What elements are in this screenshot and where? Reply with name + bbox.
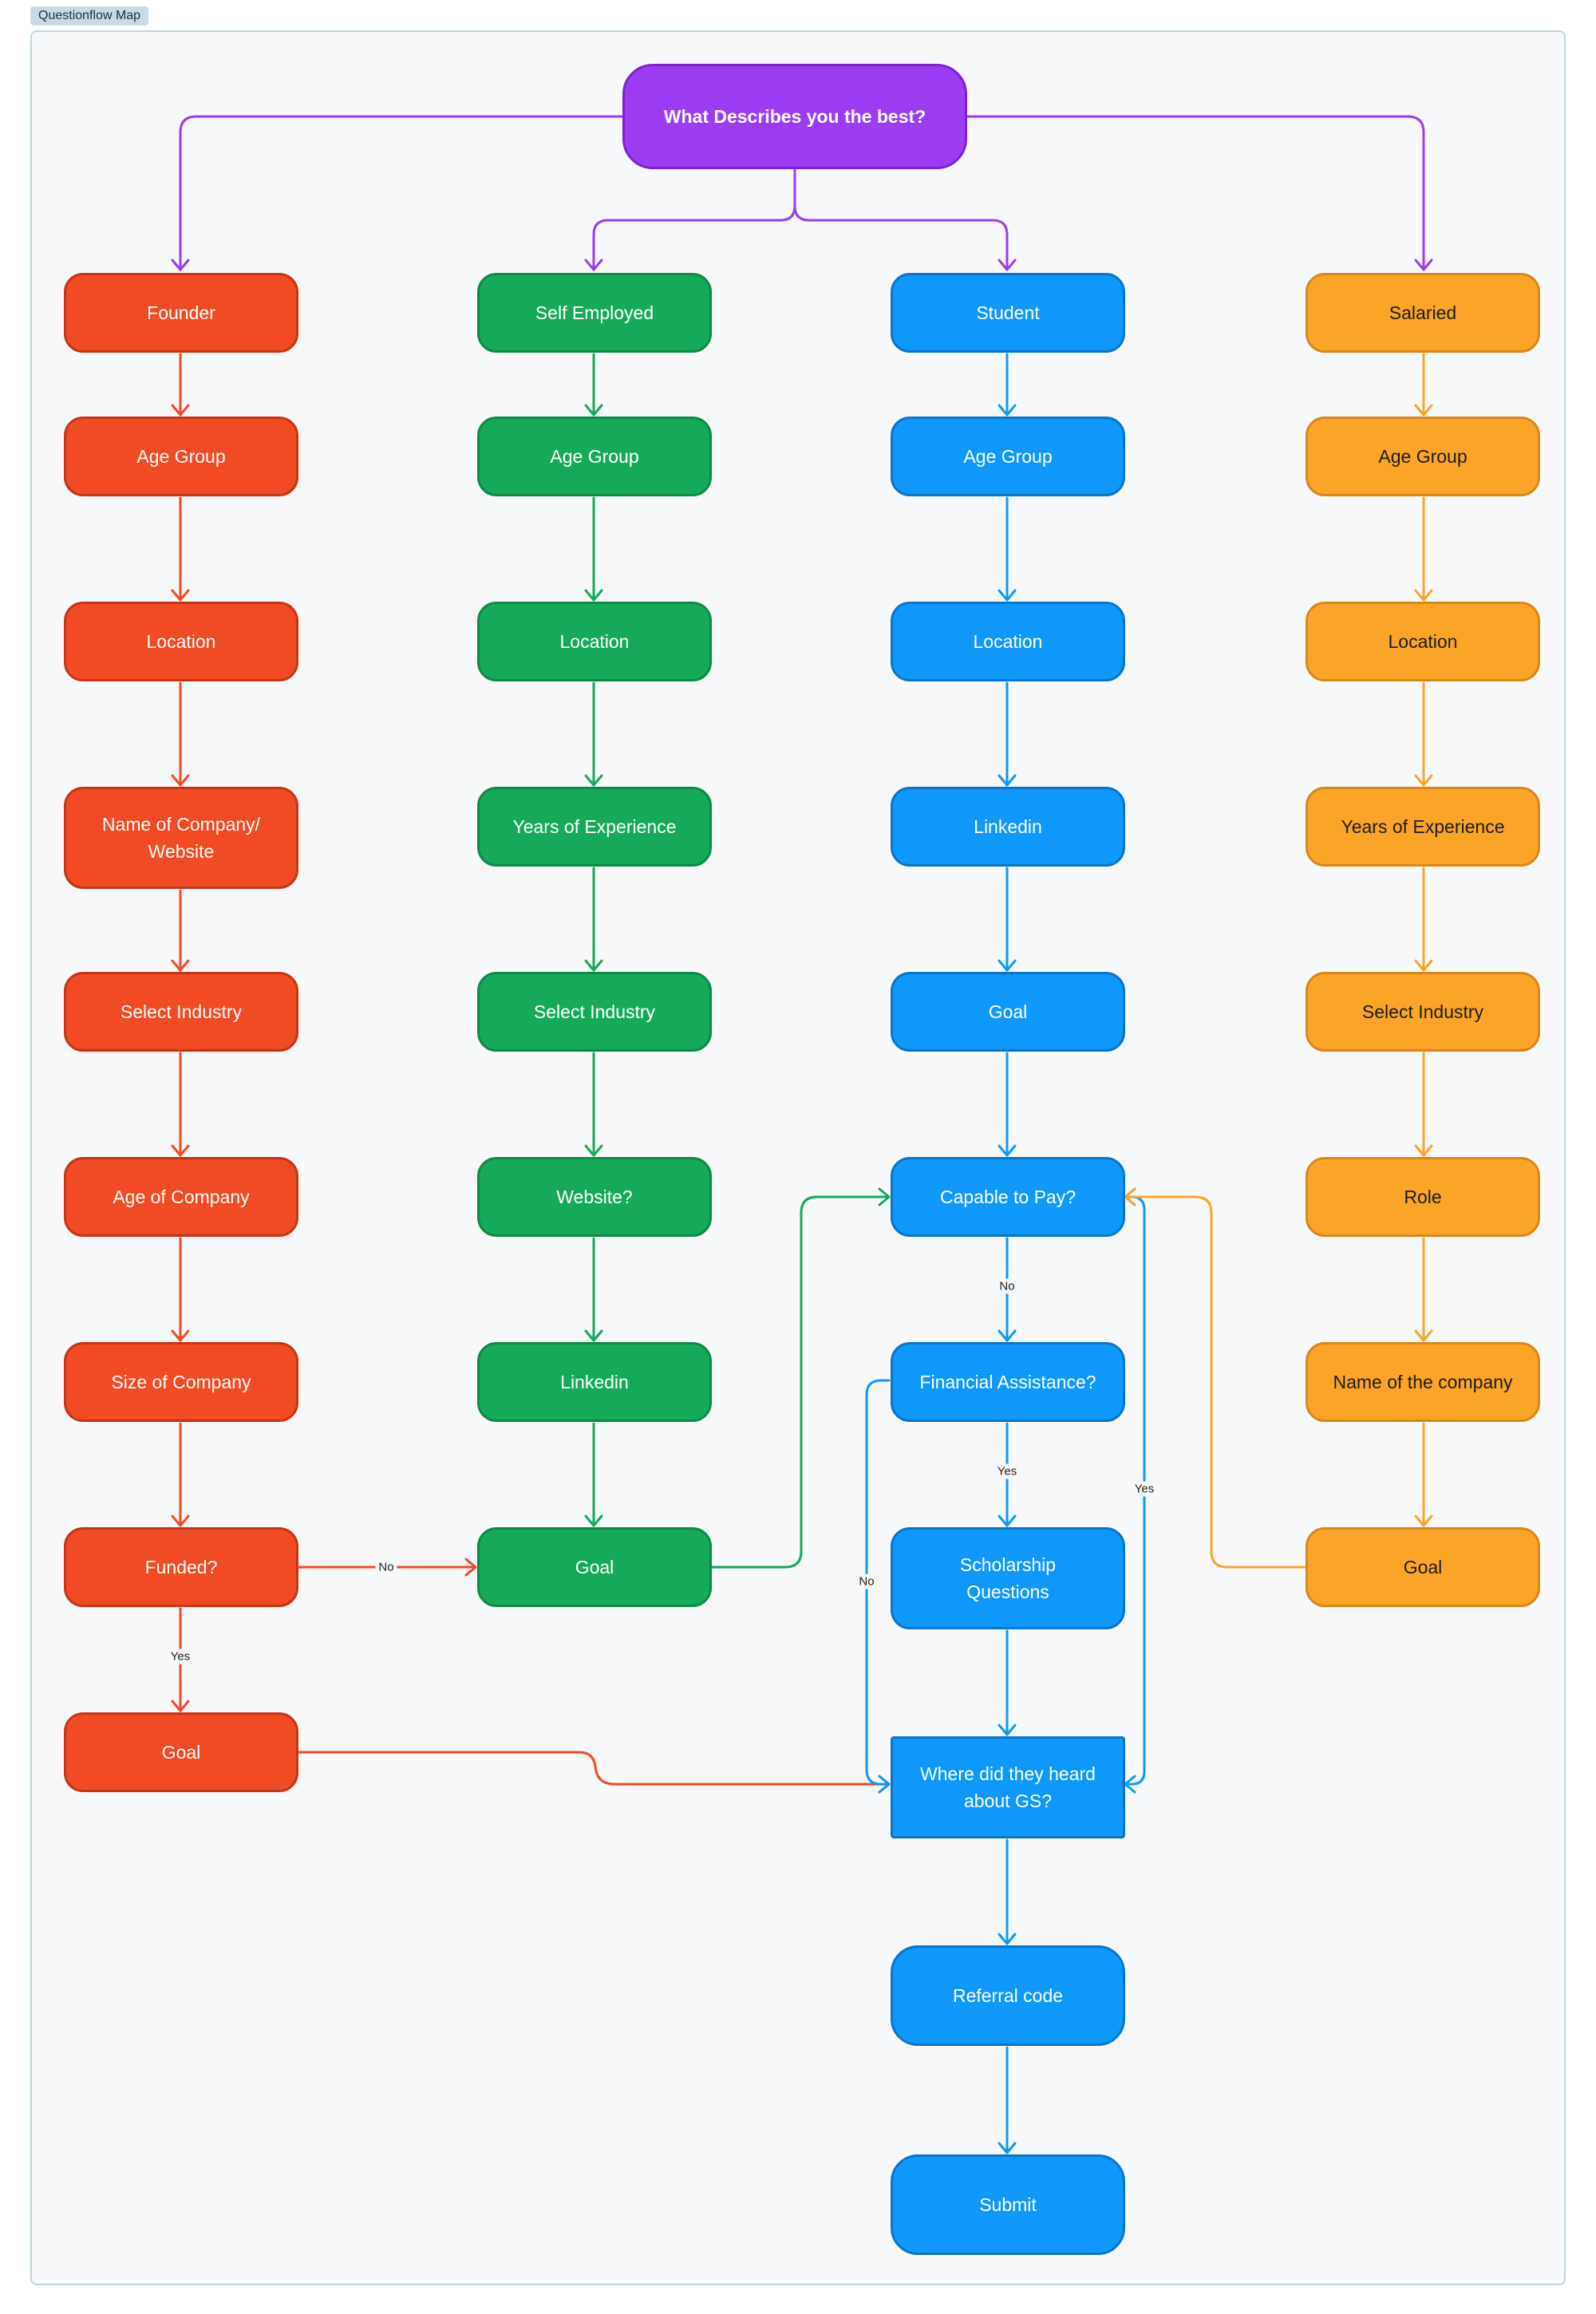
edge-label-pay-yes: Yes (1131, 1481, 1158, 1497)
edge-label-fin-no: No (855, 1574, 878, 1589)
arrowhead (171, 404, 190, 417)
arrowhead (171, 1329, 190, 1342)
edge-root-self (592, 168, 796, 270)
root-question-node[interactable]: What Describes you the best? (622, 64, 967, 169)
referral-code-node[interactable]: Referral code (891, 1945, 1125, 2046)
arrowhead (998, 1933, 1017, 1945)
arrowhead (171, 959, 190, 972)
frame-title: Questionflow Map (30, 6, 149, 26)
submit-node[interactable]: Submit (891, 2154, 1125, 2255)
salaried-goal-node[interactable]: Goal (1306, 1527, 1540, 1607)
edge-root-salaried (964, 115, 1425, 270)
salaried-age-group-node[interactable]: Age Group (1306, 417, 1540, 496)
arrowhead (1414, 774, 1433, 787)
arrowhead (584, 959, 603, 972)
arrowhead (584, 774, 603, 787)
founder-goal-node[interactable]: Goal (64, 1712, 298, 1792)
arrowhead (878, 1187, 891, 1206)
arrowhead (171, 774, 190, 787)
student-node[interactable]: Student (891, 273, 1125, 353)
arrowhead (584, 1144, 603, 1157)
arrowhead (998, 589, 1017, 602)
founder-company-name-node[interactable]: Name of Company/ Website (64, 787, 298, 889)
self-website-node[interactable]: Website? (477, 1157, 712, 1237)
arrowhead (998, 774, 1017, 787)
founder-location-node[interactable]: Location (64, 602, 298, 681)
self-location-node[interactable]: Location (477, 602, 712, 681)
edge-label-fin-yes: Yes (994, 1463, 1021, 1479)
arrowhead (1124, 1775, 1136, 1794)
arrowhead (998, 959, 1017, 972)
arrowhead (998, 1144, 1017, 1157)
arrowhead (1124, 1187, 1136, 1206)
edge-root-founder (179, 115, 624, 270)
arrowhead (998, 259, 1017, 271)
arrowhead (878, 1775, 891, 1794)
arrowhead (998, 1724, 1017, 1736)
founder-size-of-company-node[interactable]: Size of Company (64, 1342, 298, 1422)
salaried-industry-node[interactable]: Select Industry (1306, 972, 1540, 1052)
arrowhead (171, 259, 190, 271)
edge-founder-goal-heard (297, 1751, 889, 1786)
founder-age-group-node[interactable]: Age Group (64, 417, 298, 496)
arrowhead (1414, 959, 1433, 972)
self-goal-node[interactable]: Goal (477, 1527, 712, 1607)
arrowhead (584, 1329, 603, 1342)
edge-selfgoal-pay (710, 1195, 889, 1569)
salaried-location-node[interactable]: Location (1306, 602, 1540, 681)
capable-to-pay-node[interactable]: Capable to Pay? (891, 1157, 1125, 1237)
arrowhead (1414, 259, 1433, 271)
self-years-experience-node[interactable]: Years of Experience (477, 787, 712, 867)
arrowhead (171, 589, 190, 602)
arrowhead (998, 404, 1017, 417)
arrowhead (584, 589, 603, 602)
salaried-company-name-node[interactable]: Name of the company (1306, 1342, 1540, 1422)
edge-root-student (793, 168, 1009, 270)
arrowhead (584, 1514, 603, 1527)
arrowhead (998, 2142, 1017, 2154)
student-goal-node[interactable]: Goal (891, 972, 1125, 1052)
self-linkedin-node[interactable]: Linkedin (477, 1342, 712, 1422)
self-industry-node[interactable]: Select Industry (477, 972, 712, 1052)
founder-node[interactable]: Founder (64, 273, 298, 353)
arrowhead (998, 1329, 1017, 1342)
founder-age-of-company-node[interactable]: Age of Company (64, 1157, 298, 1237)
arrowhead (171, 1700, 190, 1712)
arrowhead (1414, 589, 1433, 602)
salaried-role-node[interactable]: Role (1306, 1157, 1540, 1237)
arrowhead (464, 1558, 477, 1577)
arrowhead (1414, 404, 1433, 417)
edge-label-pay-no: No (996, 1278, 1018, 1294)
edge-label-funded-yes: Yes (167, 1649, 194, 1664)
salaried-node[interactable]: Salaried (1306, 273, 1540, 353)
founder-funded-node[interactable]: Funded? (64, 1527, 298, 1607)
arrowhead (584, 404, 603, 417)
arrowhead (584, 259, 603, 271)
edge-salgoal-pay (1124, 1195, 1307, 1569)
arrowhead (1414, 1144, 1433, 1157)
self-employed-node[interactable]: Self Employed (477, 273, 712, 353)
arrowhead (171, 1144, 190, 1157)
financial-assistance-node[interactable]: Financial Assistance? (891, 1342, 1125, 1422)
scholarship-questions-node[interactable]: Scholarship Questions (891, 1527, 1125, 1629)
student-location-node[interactable]: Location (891, 602, 1125, 681)
salaried-years-experience-node[interactable]: Years of Experience (1306, 787, 1540, 867)
student-linkedin-node[interactable]: Linkedin (891, 787, 1125, 867)
student-age-group-node[interactable]: Age Group (891, 417, 1125, 496)
where-heard-node[interactable]: Where did they heard about GS? (891, 1736, 1125, 1838)
arrowhead (171, 1514, 190, 1527)
founder-industry-node[interactable]: Select Industry (64, 972, 298, 1052)
arrowhead (998, 1514, 1017, 1527)
arrowhead (1414, 1514, 1433, 1527)
arrowhead (1414, 1329, 1433, 1342)
edge-label-funded-no: No (375, 1559, 397, 1575)
self-age-group-node[interactable]: Age Group (477, 417, 712, 496)
